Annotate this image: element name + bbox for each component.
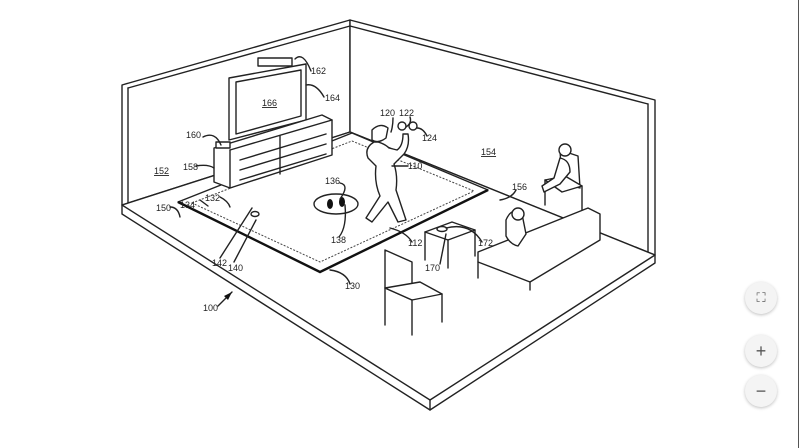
label-110: 110 — [408, 161, 422, 171]
leader-lines — [169, 56, 517, 307]
label-152: 152 — [154, 166, 169, 176]
label-170: 170 — [425, 263, 440, 273]
label-112: 112 — [408, 238, 422, 248]
label-154: 154 — [481, 147, 496, 157]
label-172: 172 — [478, 238, 493, 248]
label-150: 150 — [156, 203, 171, 213]
arrow-icon — [224, 292, 232, 300]
label-160: 160 — [186, 130, 201, 140]
couch — [477, 207, 601, 291]
label-166: 166 — [262, 98, 277, 108]
label-100: 100 — [203, 303, 218, 313]
label-122: 122 — [399, 108, 414, 118]
label-158: 158 — [183, 162, 198, 172]
fit-to-screen-button[interactable]: ⛶ — [745, 282, 777, 314]
viewer-edge — [798, 0, 799, 448]
label-132: 132 — [205, 193, 220, 203]
label-136: 136 — [325, 176, 340, 186]
label-134: 134 — [180, 200, 195, 210]
label-142: 142 — [212, 258, 227, 268]
collapse-arrows-icon: ⛶ — [756, 290, 766, 305]
label-140: 140 — [228, 263, 243, 273]
zoom-out-button[interactable]: − — [745, 375, 777, 407]
label-130: 130 — [345, 281, 360, 291]
label-164: 164 — [325, 93, 340, 103]
seated-person-chair — [541, 143, 583, 211]
zoom-in-button[interactable]: + — [745, 335, 777, 367]
tv-and-stand — [213, 57, 333, 189]
label-138: 138 — [331, 235, 346, 245]
label-124: 124 — [422, 133, 437, 143]
plus-icon: + — [755, 340, 767, 361]
label-120: 120 — [380, 108, 395, 118]
label-156: 156 — [512, 182, 527, 192]
chair-front — [384, 249, 443, 336]
minus-icon: − — [755, 380, 767, 401]
reference-numerals: 162 164 166 160 158 152 154 120 122 124 … — [154, 66, 527, 313]
label-162: 162 — [311, 66, 326, 76]
